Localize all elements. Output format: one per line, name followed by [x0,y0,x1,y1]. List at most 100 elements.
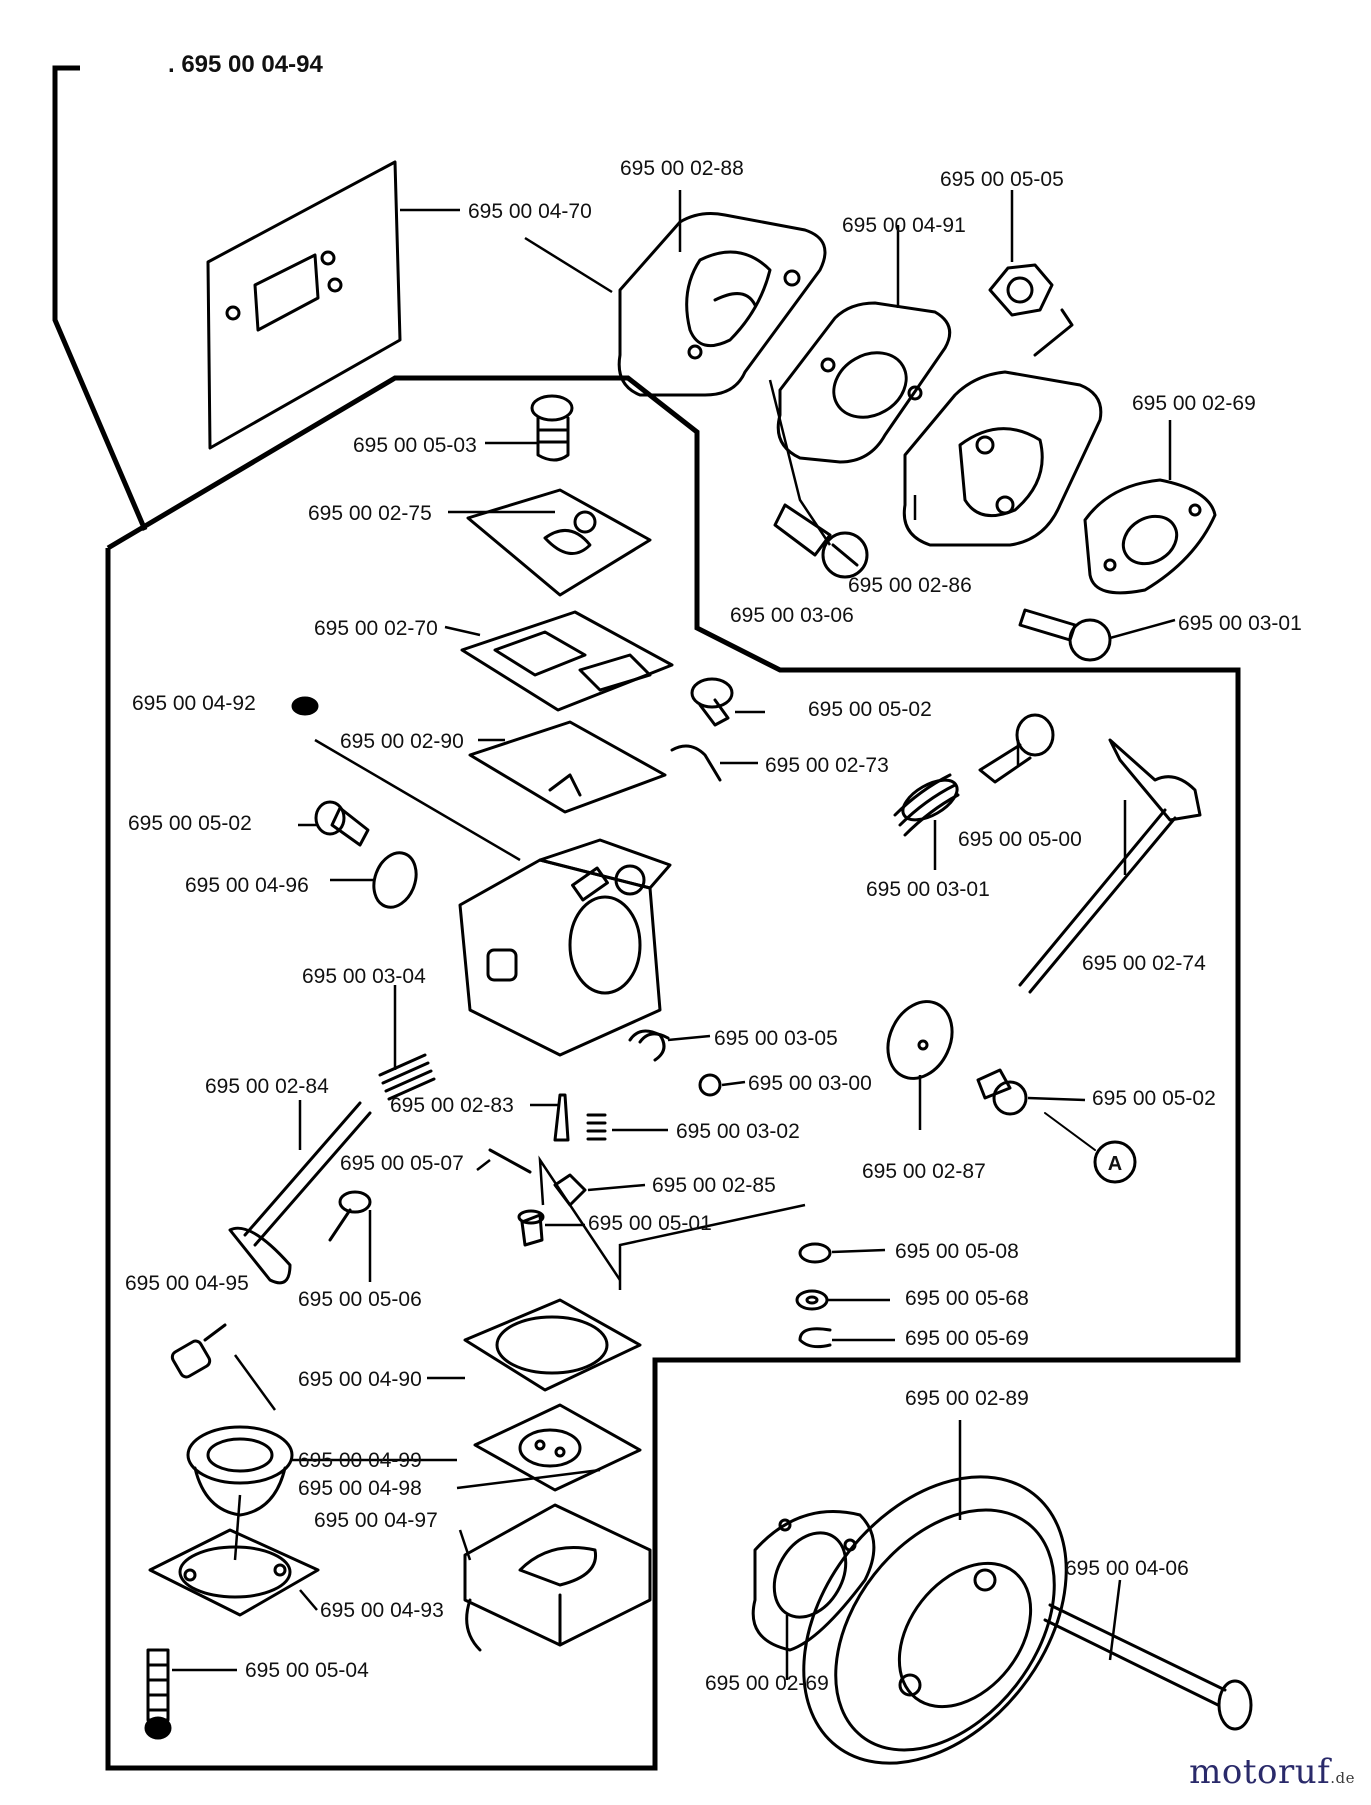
part-label: 695 00 04-98 [298,1477,422,1500]
gasket-part-02-69-lower [751,1510,876,1652]
fitting-part-04-95 [170,1323,227,1379]
washer-part-04-96 [372,851,418,909]
gasket-part-04-90 [463,1298,642,1392]
clip-part-05-69 [798,1327,832,1349]
spring-part-03-05 [628,1029,670,1062]
watermark: motoruf.de [1189,1752,1355,1792]
part-label: 695 00 02-85 [652,1174,776,1197]
gasket-part-04-70 [206,160,402,450]
part-label: 695 00 05-05 [940,168,1064,191]
part-label: 695 00 05-07 [340,1152,464,1175]
part-label: 695 00 05-02 [1092,1087,1216,1110]
part-label: 695 00 05-03 [353,434,477,457]
screw-part-05-01 [517,1209,545,1247]
part-label: 695 00 05-01 [588,1212,712,1235]
part-label: 695 00 02-88 [620,157,744,180]
leader-lines [172,190,1176,1680]
part-label: 695 00 02-83 [390,1094,514,1117]
part-label: 695 00 02-75 [308,502,432,525]
gasket-part-04-91 [776,301,952,464]
screw-part-05-02-left [314,800,370,847]
lever-part-02-74 [1018,738,1202,994]
part-label: 695 00 03-04 [302,965,426,988]
part-label: 695 00 02-90 [340,730,464,753]
part-label: 695 00 04-95 [125,1272,249,1295]
gasket-part-02-70 [460,610,674,712]
part-label: 695 00 04-97 [314,1509,438,1532]
needle-part-02-83 [553,1093,570,1142]
part-label: 695 00 03-05 [714,1027,838,1050]
assembly-outline [52,65,1241,1771]
holder-part-02-86 [902,370,1103,547]
gasket-part-02-69-upper [1083,478,1217,595]
screw-part-03-01-lower [1018,608,1112,662]
part-label: 695 00 03-06 [730,604,854,627]
part-label: 695 00 04-90 [298,1368,422,1391]
screw-part-05-02-upper [690,677,734,727]
pump-body-part-04-97 [463,1503,652,1652]
reference-marker-label: A [1108,1153,1122,1175]
part-label: 695 00 04-92 [132,692,256,715]
screw-part-05-04 [144,1648,172,1740]
ball-part-03-00 [698,1073,722,1097]
spacer-part-02-89 [802,1475,1068,1765]
carburetor-body [458,838,672,1057]
part-label: 695 00 03-02 [676,1120,800,1143]
washer-part-05-08 [798,1242,832,1264]
part-label: 695 00 03-01 [1178,612,1302,635]
pin-part-04-92 [291,696,319,716]
part-label: 695 00 04-91 [842,214,966,237]
part-label: 695 00 02-69 [1132,392,1256,415]
shaft-part-02-84 [228,1101,372,1285]
part-label: 695 00 03-01 [866,878,990,901]
disc-part-05-06 [328,1190,372,1242]
part-label: 695 00 04-06 [1065,1557,1189,1580]
part-label: 695 00 02-70 [314,617,438,640]
watermark-suffix: .de [1330,1769,1355,1787]
part-labels: 695 00 04-70 695 00 02-88 695 00 05-05 6… [125,157,1302,1695]
part-label: 695 00 02-89 [905,1387,1029,1410]
part-label: 695 00 05-68 [905,1287,1029,1310]
screw-part-05-03 [530,394,574,462]
part-label: 695 00 04-99 [298,1449,422,1472]
spacer-part-02-88 [617,212,827,397]
part-label: 695 00 05-02 [808,698,932,721]
diaphragm-part-02-90 [468,720,667,814]
washer-part-05-68 [795,1289,829,1311]
pin-part-05-07 [488,1148,532,1174]
part-label: 695 00 02-73 [765,754,889,777]
diaphragm-part-04-98 [473,1403,642,1492]
part-label: 695 00 05-02 [128,812,252,835]
cover-part-04-93 [148,1528,320,1617]
part-label: 695 00 02-86 [848,574,972,597]
part-label: 695 00 02-87 [862,1160,986,1183]
spring-part-03-04 [378,1053,436,1101]
part-label: 695 00 04-93 [320,1599,444,1622]
spring-part-03-02 [586,1113,607,1141]
part-label: 695 00 04-70 [468,200,592,223]
part-label: 695 00 03-00 [748,1072,872,1095]
needle-part-05-00 [978,713,1055,784]
part-label: 695 00 04-96 [185,874,309,897]
part-label: 695 00 02-74 [1082,952,1206,975]
part-label: 695 00 05-04 [245,1659,369,1682]
reference-marker [1044,1112,1137,1184]
part-label: 695 00 02-69 [705,1672,829,1695]
screw-part-03-06 [773,503,869,579]
watermark-name: motoruf [1189,1752,1331,1792]
cover-part-02-75 [466,488,652,597]
part-label: 695 00 05-08 [895,1240,1019,1263]
clip-part-02-73 [670,744,722,782]
screw-part-05-02-right [976,1068,1028,1116]
part-label: 695 00 05-69 [905,1327,1029,1350]
bolt-part-04-06 [1043,1603,1253,1731]
part-label: 695 00 05-00 [958,828,1082,851]
part-label: 695 00 05-06 [298,1288,422,1311]
spring-part-03-01 [893,773,960,837]
disc-part-02-87 [886,1000,954,1080]
assembly-title: . 695 00 04-94 [168,51,323,78]
part-label: 695 00 02-84 [205,1075,329,1098]
nut-part-05-05 [988,263,1074,357]
